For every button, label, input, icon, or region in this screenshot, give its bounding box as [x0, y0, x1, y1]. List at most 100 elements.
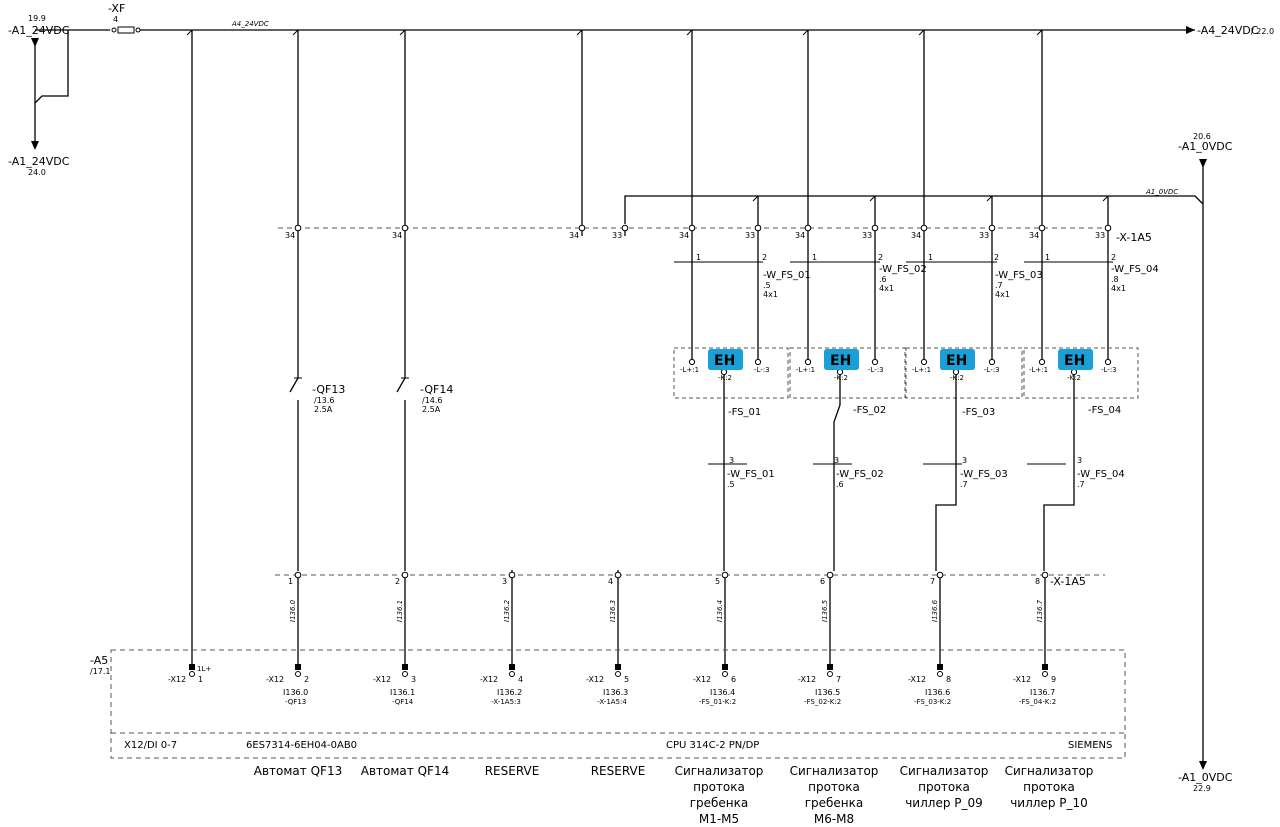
- input-pin: 5: [624, 675, 629, 684]
- terminal-circle-icon: [754, 358, 762, 366]
- bottom-strip-terminal: [1041, 571, 1049, 579]
- input-target: -FS_04-K:2: [1019, 698, 1056, 706]
- top-strip-terminal: [1038, 224, 1046, 232]
- terminal-circle-icon: [615, 671, 621, 677]
- cable-core-1: 1: [928, 253, 933, 262]
- bottom-strip-pin: 8: [1035, 577, 1040, 586]
- terminal-circle-icon: [804, 358, 812, 366]
- top-strip-terminal: [578, 224, 586, 232]
- pin-l-minus: -L-:3: [868, 366, 884, 374]
- eh-logo-icon: [824, 349, 859, 370]
- breaker-ref: /14.6: [422, 396, 443, 405]
- cable-core-2: 2: [762, 253, 767, 262]
- ref-left-top: 19.9: [28, 14, 46, 23]
- pin-l-minus: -L-:3: [754, 366, 770, 374]
- input-pin: 2: [304, 675, 309, 684]
- module-name: -A5: [90, 654, 108, 667]
- wire-label: I136.3: [609, 600, 617, 622]
- flow-switch-box: [1023, 347, 1139, 399]
- footer-part: 6ES7314-6EH04-0AB0: [246, 740, 357, 751]
- eh-logo-letters: EH: [1064, 353, 1085, 369]
- cable-low-name: -W_FS_04: [1077, 469, 1125, 480]
- terminal-circle-icon: [402, 671, 408, 677]
- input-target: -QF13: [285, 698, 306, 706]
- fuse-terminal: [111, 27, 117, 33]
- wire-label: I136.2: [503, 599, 511, 622]
- top-strip-name: -X-1A5: [1116, 231, 1152, 244]
- input-address: I136.4: [710, 688, 735, 697]
- power-pin: 1: [198, 675, 203, 684]
- channel-description: протока: [808, 780, 860, 794]
- module-pin-icon: [402, 664, 408, 670]
- flow-switch-box: [789, 347, 906, 399]
- channel-description: Сигнализатор: [900, 764, 989, 778]
- wire-label: I136.4: [716, 600, 724, 622]
- input-pin: 4: [518, 675, 523, 684]
- bottom-strip-pin: 4: [608, 577, 613, 586]
- bottom-strip-pin: 6: [820, 577, 825, 586]
- input-connector: -X12: [586, 675, 604, 684]
- power-connector: -X12: [168, 675, 186, 684]
- channel-description: Автомат QF13: [254, 764, 342, 778]
- cable-core-3: 3: [1077, 456, 1082, 465]
- device-name: -FS_02: [853, 405, 886, 416]
- cable-type: 4x1: [995, 290, 1010, 299]
- cable-name: -W_FS_01: [763, 270, 811, 281]
- arrow-right-icon: [1186, 26, 1195, 34]
- cable-ref: .5: [763, 281, 771, 290]
- input-address: I136.7: [1030, 688, 1055, 697]
- channel-description: протока: [1023, 780, 1075, 794]
- terminal-circle-icon: [1104, 358, 1112, 366]
- top-strip-pin: 33: [612, 231, 622, 240]
- breaker-qf13: -QF13 /13.6 2.5A: [312, 383, 345, 414]
- top-strip-terminal: [1104, 224, 1112, 232]
- channel-description: протока: [693, 780, 745, 794]
- net-right-top: -A4_24VDC: [1197, 24, 1259, 37]
- pin-l-plus: -L+:1: [912, 366, 931, 374]
- module-pin-icon: [189, 664, 195, 670]
- eh-logo-letters: EH: [830, 353, 851, 369]
- cable-type: 4x1: [763, 290, 778, 299]
- terminal-circle-icon: [189, 671, 195, 677]
- terminal-circle-icon: [827, 671, 833, 677]
- bottom-strip-pin: 1: [288, 577, 293, 586]
- top-strip-pin: 34: [1029, 231, 1039, 240]
- breaker-rating: 2.5A: [422, 405, 441, 414]
- cable-name: -W_FS_04: [1111, 264, 1159, 275]
- wire-label: I136.5: [821, 599, 829, 622]
- flow-switch-fs04: 1 2 -W_FS_04 .8 4x1 -L+:1 -L-:3 -K:2 -FS…: [1029, 253, 1159, 489]
- cable-name: -W_FS_02: [879, 264, 927, 275]
- module-pin-icon: [1042, 664, 1048, 670]
- top-strip-terminal: [754, 224, 762, 232]
- terminal-circle-icon: [509, 671, 515, 677]
- terminal-circle-icon: [1042, 671, 1048, 677]
- rail-0v: [624, 195, 1204, 224]
- top-strip-terminal: [920, 224, 928, 232]
- cable-low-name: -W_FS_02: [836, 469, 884, 480]
- wire-label: I136.0: [289, 599, 297, 622]
- cable-core-3: 3: [834, 456, 839, 465]
- terminal-circle-icon: [871, 358, 879, 366]
- fs-signal-wire: [833, 375, 841, 571]
- flow-switch-fs03: 1 2 -W_FS_03 .7 4x1 -L+:1 -L-:3 -K:2 -FS…: [912, 253, 1043, 489]
- terminal-circle-icon: [688, 358, 696, 366]
- bottom-strip-pin: 5: [715, 577, 720, 586]
- cable-ref: .8: [1111, 275, 1119, 284]
- device-name: -FS_03: [962, 407, 995, 418]
- module-pin-icon: [295, 664, 301, 670]
- pin-l-minus: -L-:3: [1101, 366, 1117, 374]
- input-target: -FS_01-K:2: [699, 698, 736, 706]
- bottom-strip-terminal: [826, 571, 834, 579]
- wire-label: I136.7: [1036, 599, 1044, 622]
- terminal-circle-icon: [988, 358, 996, 366]
- module-pin-icon: [722, 664, 728, 670]
- channel-description: Сигнализатор: [675, 764, 764, 778]
- cable-core-3: 3: [729, 456, 734, 465]
- terminal-circle-icon: [295, 671, 301, 677]
- top-strip-pin: 34: [569, 231, 579, 240]
- input-address: I136.3: [603, 688, 628, 697]
- module-pin-icon: [827, 664, 833, 670]
- terminal-circle-icon: [722, 671, 728, 677]
